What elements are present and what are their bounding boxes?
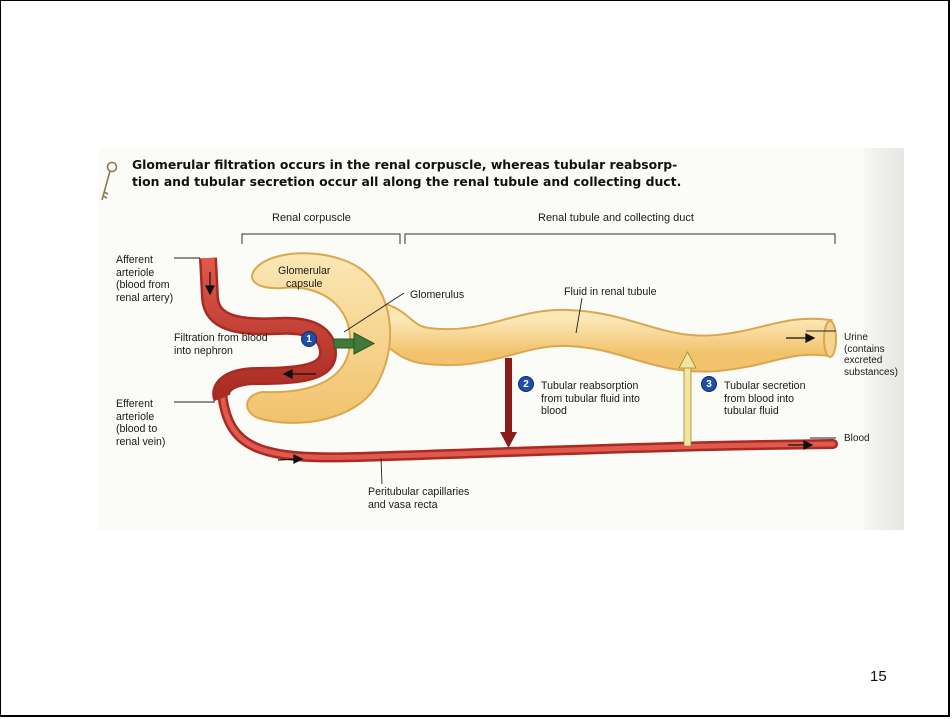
reabsorption-arrow (500, 358, 517, 448)
secretion-arrow (679, 352, 696, 446)
caption-line-2: tion and tubular secretion occur all alo… (132, 173, 752, 190)
renal-corpuscle-bracket (242, 234, 400, 244)
tubule-end (824, 321, 836, 357)
renal-tubule-label: Renal tubule and collecting duct (538, 212, 694, 225)
fluid-in-tubule-label: Fluid in renal tubule (564, 286, 656, 299)
step-2-badge: 2 (518, 376, 534, 392)
key-icon (102, 163, 117, 201)
figure-caption: Glomerular filtration occurs in the rena… (132, 156, 752, 190)
page-number: 15 (870, 668, 887, 685)
blood-label: Blood (844, 433, 870, 446)
step-1-badge: 1 (301, 331, 317, 347)
nephron-figure: Glomerular filtration occurs in the rena… (98, 148, 904, 530)
caption-line-1: Glomerular filtration occurs in the rena… (132, 156, 752, 173)
glomerulus-label: Glomerulus (410, 289, 464, 302)
renal-corpuscle-label: Renal corpuscle (272, 212, 351, 225)
step-3-badge: 3 (701, 376, 717, 392)
renal-tubule-bracket (405, 234, 835, 244)
